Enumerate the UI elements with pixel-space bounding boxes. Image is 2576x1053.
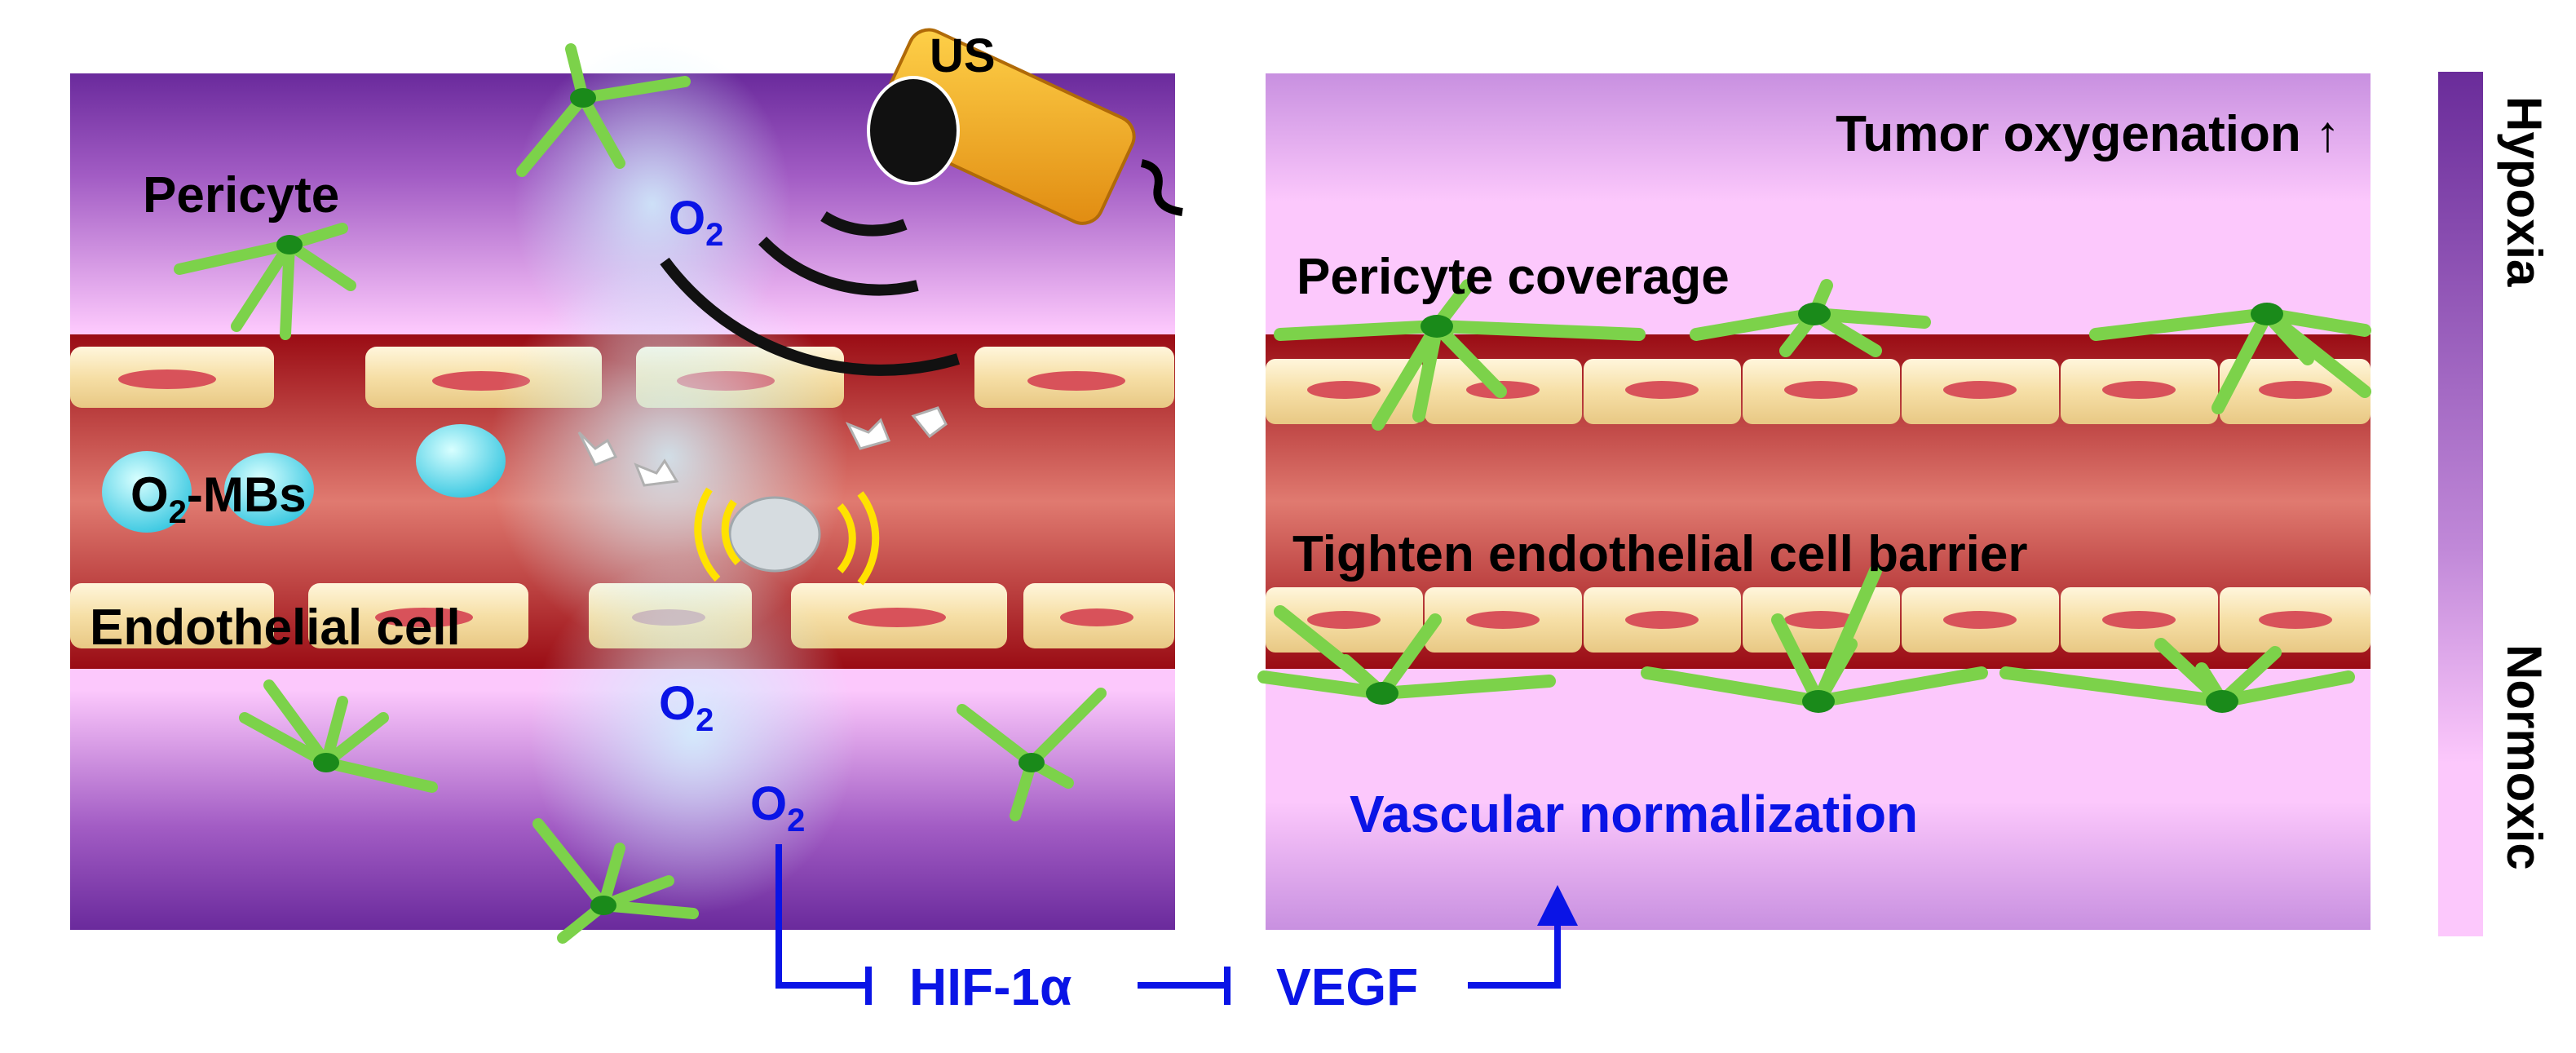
- tumor-oxygenation-label: Tumor oxygenation ↑: [1836, 106, 2340, 162]
- pericyte-cell: [1690, 279, 1931, 357]
- pericyte-cell: [239, 679, 438, 793]
- activation-arrow-vegf: [1468, 922, 1561, 989]
- signaling-pathway: [775, 844, 1578, 1005]
- probe-head: [867, 76, 960, 185]
- o2-label: O2: [659, 677, 714, 738]
- oscillating-microbubble: [728, 496, 821, 573]
- endothelial-cell: [70, 583, 274, 648]
- bubble-fragment: [577, 431, 618, 467]
- pericyte-cell: [2089, 303, 2371, 414]
- tighten-barrier-label: Tighten endothelial cell barrier: [1292, 526, 2028, 582]
- pericytes-left: [174, 43, 1107, 944]
- oscillation-wave: [721, 499, 741, 566]
- bubble-fragment: [845, 418, 891, 450]
- oxygen-legend: Hypoxia Normoxic: [2438, 72, 2552, 936]
- pericyte-cell: [174, 223, 356, 340]
- ultrasound-wave: [758, 237, 919, 296]
- o2-microbubble: [224, 453, 314, 526]
- ultrasound-probe: [660, 28, 1183, 376]
- pericyte-cell: [532, 818, 699, 944]
- endothelial-cell-label: Endothelial cell: [90, 600, 461, 656]
- right-panel: Tumor oxygenation ↑ Pericyte coverage Ti…: [1257, 73, 2371, 930]
- vegf-label: VEGF: [1276, 958, 1418, 1016]
- left-panel: Pericyte O2-MBs Endothelial cell US O2 O…: [70, 28, 1183, 944]
- pericytes-right: [1257, 279, 2371, 713]
- us-label: US: [930, 29, 996, 82]
- o2-mbs-label: O2-MBs: [130, 467, 307, 530]
- cell-nucleus: [118, 369, 216, 389]
- hypoxia-label: Hypoxia: [2497, 96, 2552, 287]
- oscillation-wave: [857, 491, 880, 586]
- o2-microbubble: [102, 451, 192, 533]
- hif-label: HIF-1α: [909, 958, 1071, 1016]
- probe-cable: [1140, 159, 1183, 216]
- o2-microbubble: [416, 424, 506, 498]
- cell-nucleus: [375, 608, 473, 627]
- pericyte-cell: [1999, 638, 2355, 713]
- cell-nucleus: [1027, 371, 1125, 391]
- pericyte-cell: [1274, 279, 1646, 431]
- ultrasound-wave: [820, 211, 908, 237]
- pericyte-cell: [1641, 564, 1988, 713]
- vascular-normalization-label: Vascular normalization: [1350, 785, 1918, 843]
- o2-label: O2: [750, 777, 805, 838]
- inhibition-arrow-o2-hif: [775, 844, 868, 989]
- pericyte-cell: [516, 43, 691, 177]
- o2-label: O2: [669, 192, 723, 253]
- pericyte-cell: [1257, 605, 1556, 705]
- legend-gradient-bar: [2438, 72, 2483, 936]
- ultrasound-wave: [660, 257, 961, 376]
- oscillation-wave: [837, 503, 856, 573]
- tight-endothelial-row-bottom: [1266, 587, 2371, 653]
- cell-nucleus: [848, 608, 946, 627]
- pericyte-label: Pericyte: [143, 167, 339, 223]
- oscillation-wave: [694, 487, 721, 582]
- bubble-fragment: [634, 458, 679, 487]
- microbubbles: [102, 406, 948, 586]
- normoxic-label: Normoxic: [2497, 644, 2552, 870]
- pericyte-cell: [957, 688, 1107, 821]
- bubble-fragment: [911, 406, 948, 439]
- cell-nucleus: [1060, 608, 1133, 626]
- probe-body: [875, 28, 1136, 225]
- arrow-head: [1537, 885, 1578, 926]
- pericyte-coverage-label: Pericyte coverage: [1297, 249, 1730, 305]
